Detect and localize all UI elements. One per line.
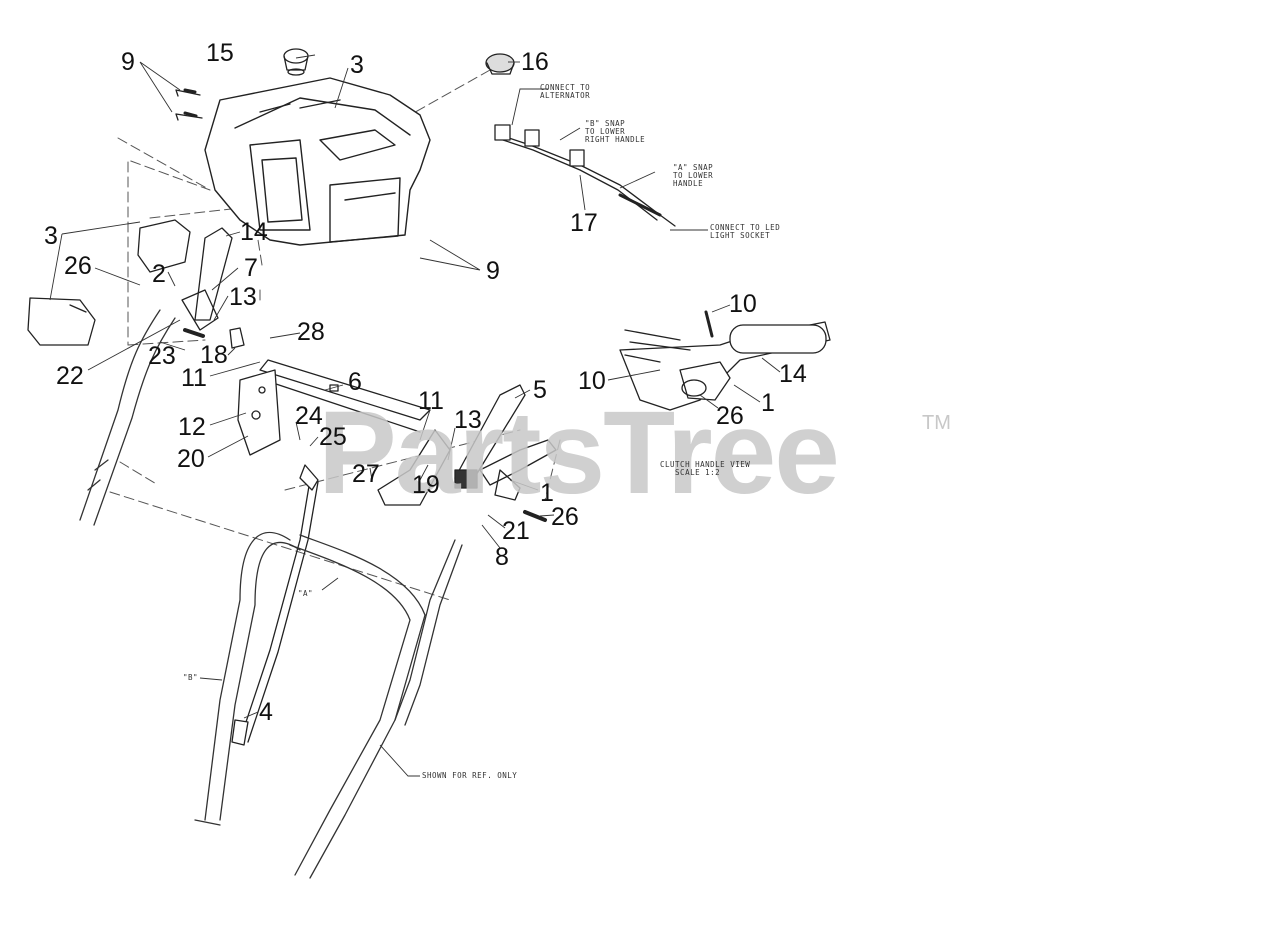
callout-13-right: 13 (454, 406, 482, 434)
watermark-logo: PartsTree (318, 387, 840, 519)
callout-8: 8 (495, 543, 509, 571)
callout-14-inset: 14 (779, 360, 807, 388)
callout-18: 18 (200, 341, 228, 369)
callout-11-left: 11 (181, 364, 207, 392)
callout-6: 6 (348, 368, 362, 396)
callout-9-lower: 9 (486, 257, 500, 285)
callout-17: 17 (570, 209, 598, 237)
wire-harness-17 (494, 124, 676, 227)
clutch-handle-view (619, 310, 831, 411)
callout-10-left: 10 (578, 367, 606, 395)
callout-16: 16 (521, 48, 549, 76)
note-snap-a: "A" SNAP TO LOWER HANDLE (673, 163, 714, 188)
callout-19: 19 (412, 471, 440, 499)
note-snap-b: "B" SNAP TO LOWER RIGHT HANDLE (585, 119, 646, 144)
screws-9-upper (175, 88, 203, 121)
callout-26-inset: 26 (716, 402, 744, 430)
lower-handle-right (289, 534, 463, 879)
callout-1-main: 1 (540, 479, 554, 507)
note-shown-for-ref: SHOWN FOR REF. ONLY (422, 771, 518, 780)
bracket-20 (237, 369, 281, 456)
callout-23: 23 (148, 342, 176, 370)
upper-handle-left (79, 309, 176, 526)
callout-3-lamp: 3 (44, 222, 58, 250)
callout-7: 7 (244, 254, 258, 282)
callout-25: 25 (319, 423, 347, 451)
drive-lever-right (454, 384, 557, 522)
callout-24: 24 (295, 402, 323, 430)
drive-lever-left (181, 227, 245, 349)
knob-15 (283, 48, 309, 76)
note-ref-b: "B" (183, 673, 199, 682)
callout-27: 27 (352, 460, 380, 488)
callout-5: 5 (533, 376, 547, 404)
callout-3-dash: 3 (350, 51, 364, 79)
callout-4: 4 (259, 698, 273, 726)
callout-20: 20 (177, 445, 205, 473)
callout-26-right: 26 (551, 503, 579, 531)
callout-21: 21 (502, 517, 530, 545)
callout-26-left: 26 (64, 252, 92, 280)
callout-28: 28 (297, 318, 325, 346)
callout-22: 22 (56, 362, 84, 390)
callout-10-top: 10 (729, 290, 757, 318)
callout-11-right: 11 (418, 387, 444, 415)
callout-14-left: 14 (240, 218, 268, 246)
connector-16 (485, 53, 515, 75)
callout-9-upper: 9 (121, 48, 135, 76)
dash-panel (204, 77, 431, 246)
callout-1-inset: 1 (761, 389, 775, 417)
callout-2: 2 (152, 260, 166, 288)
note-connect-alternator: CONNECT TO ALTERNATOR (540, 83, 591, 100)
lower-handle-left (194, 531, 301, 826)
watermark-trademark: TM (922, 412, 951, 434)
note-connect-led: CONNECT TO LED LIGHT SOCKET (710, 223, 781, 240)
lamp-housing (27, 219, 191, 346)
note-clutch-handle-view: CLUTCH HANDLE VIEW SCALE 1:2 (660, 460, 751, 477)
leader-lines (49, 54, 781, 777)
callout-13-left: 13 (229, 283, 257, 311)
callout-15: 15 (206, 39, 234, 67)
note-ref-a: "A" (298, 589, 314, 598)
callout-12: 12 (178, 413, 206, 441)
control-rod-4 (231, 464, 319, 746)
